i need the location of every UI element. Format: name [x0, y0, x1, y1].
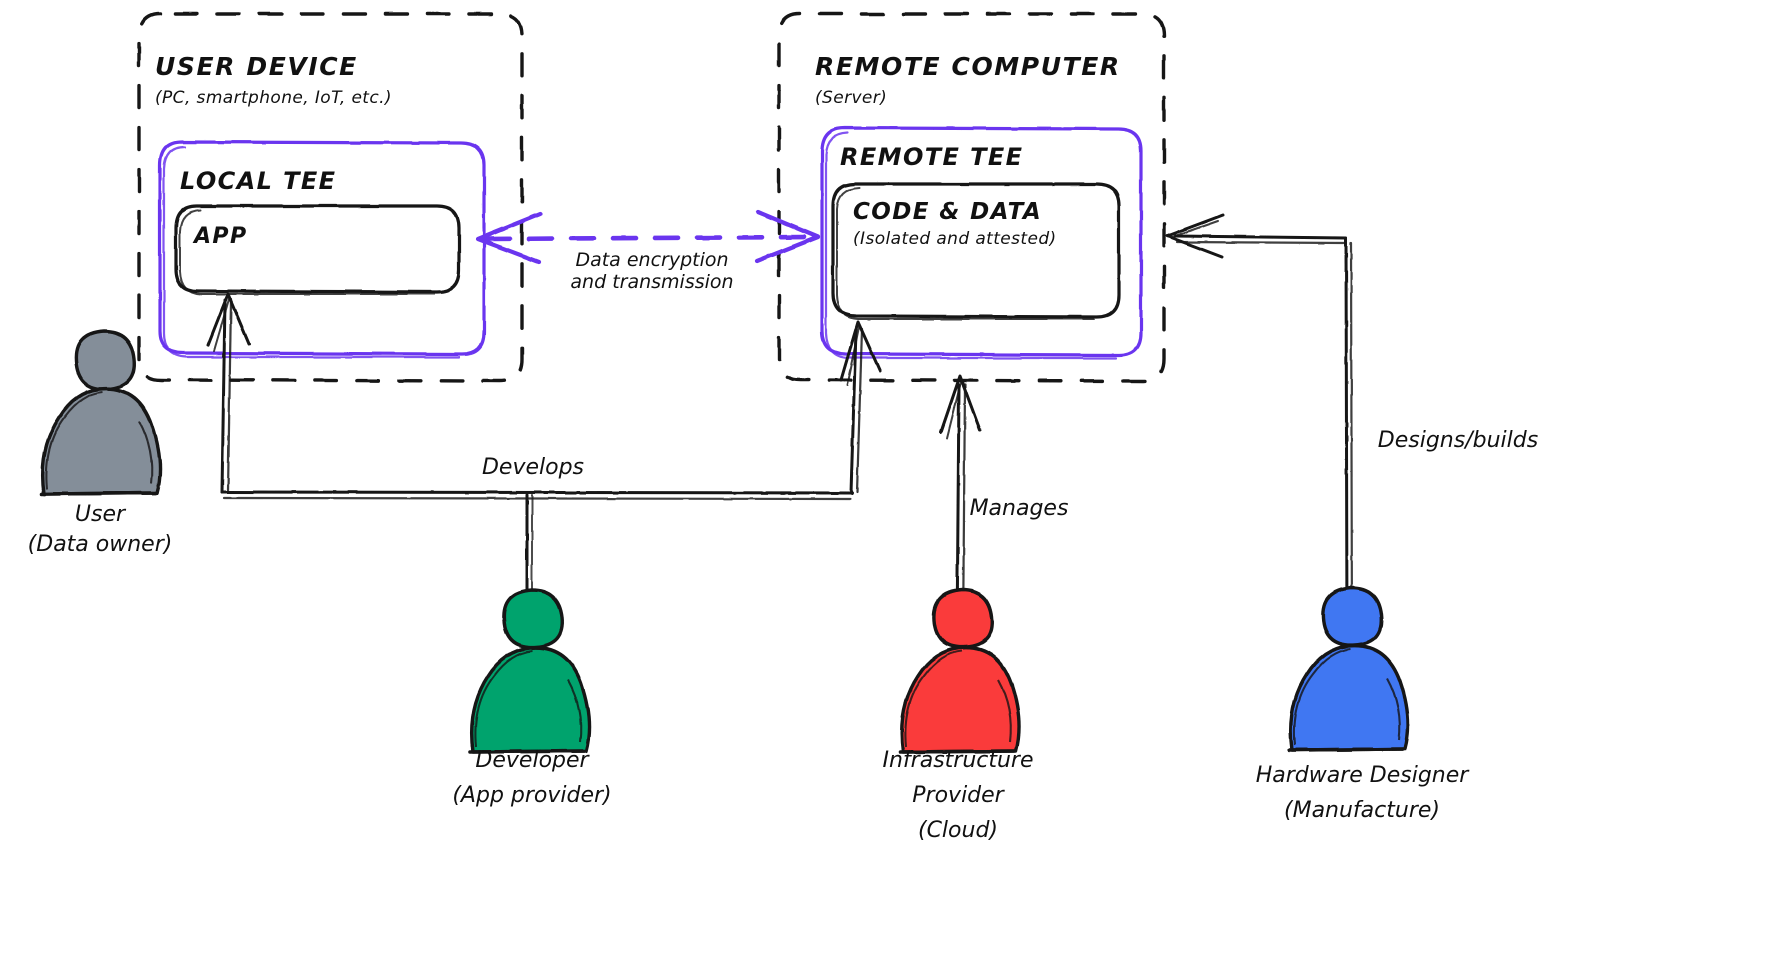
app-title: APP	[194, 224, 248, 249]
actor-figure-developer	[468, 588, 591, 754]
developer-connector	[525, 493, 533, 595]
user-device-subtitle: (PC, smartphone, IoT, etc.)	[155, 88, 392, 108]
actor-figure-hardware-designer	[1287, 586, 1410, 752]
code-data-title: CODE & DATA	[853, 199, 1043, 225]
user-device-container	[137, 12, 524, 383]
user-device-title: USER DEVICE	[155, 52, 358, 81]
data-encryption-connector	[475, 209, 821, 265]
actor-label-hardware-line2: (Manufacture)	[1284, 798, 1440, 823]
connector-label-line2: and transmission	[570, 271, 734, 293]
actor-label-developer-line2: (App provider)	[452, 783, 612, 808]
actor-label-hardware-line1: Hardware Designer	[1255, 763, 1469, 788]
relation-label-designs-builds: Designs/builds	[1377, 428, 1539, 453]
actor-label-developer-line1: Developer	[475, 748, 589, 773]
remote-computer-title: REMOTE COMPUTER	[815, 52, 1121, 81]
actor-label-infrastructure-line2: Provider	[912, 783, 1004, 808]
actor-label-infrastructure-line3: (Cloud)	[917, 818, 999, 843]
relation-label-manages: Manages	[969, 496, 1069, 521]
user-to-app-arrow	[206, 292, 251, 494]
code-data-box	[831, 182, 1121, 320]
develops-to-remote-arrow	[839, 320, 882, 495]
local-tee-box	[158, 140, 486, 359]
actor-label-user-line1: User	[74, 502, 126, 527]
remote-tee-title: REMOTE TEE	[840, 143, 1024, 171]
hardware-designs-arrow	[1165, 213, 1354, 642]
relation-label-develops: Develops	[481, 455, 585, 480]
app-box	[174, 204, 461, 295]
code-data-subtitle: (Isolated and attested)	[853, 229, 1057, 249]
actor-figure-infrastructure-provider	[898, 588, 1021, 754]
remote-computer-container	[777, 12, 1166, 383]
user-connector-leg	[220, 490, 854, 501]
actor-label-user-line2: (Data owner)	[27, 532, 173, 557]
actor-label-infrastructure-line1: Infrastructure	[882, 748, 1034, 773]
actor-figure-user	[40, 329, 162, 496]
local-tee-title: LOCAL TEE	[180, 167, 337, 195]
remote-tee-box	[820, 126, 1143, 360]
remote-computer-subtitle: (Server)	[815, 88, 888, 108]
connector-label-line1: Data encryption	[575, 249, 729, 271]
